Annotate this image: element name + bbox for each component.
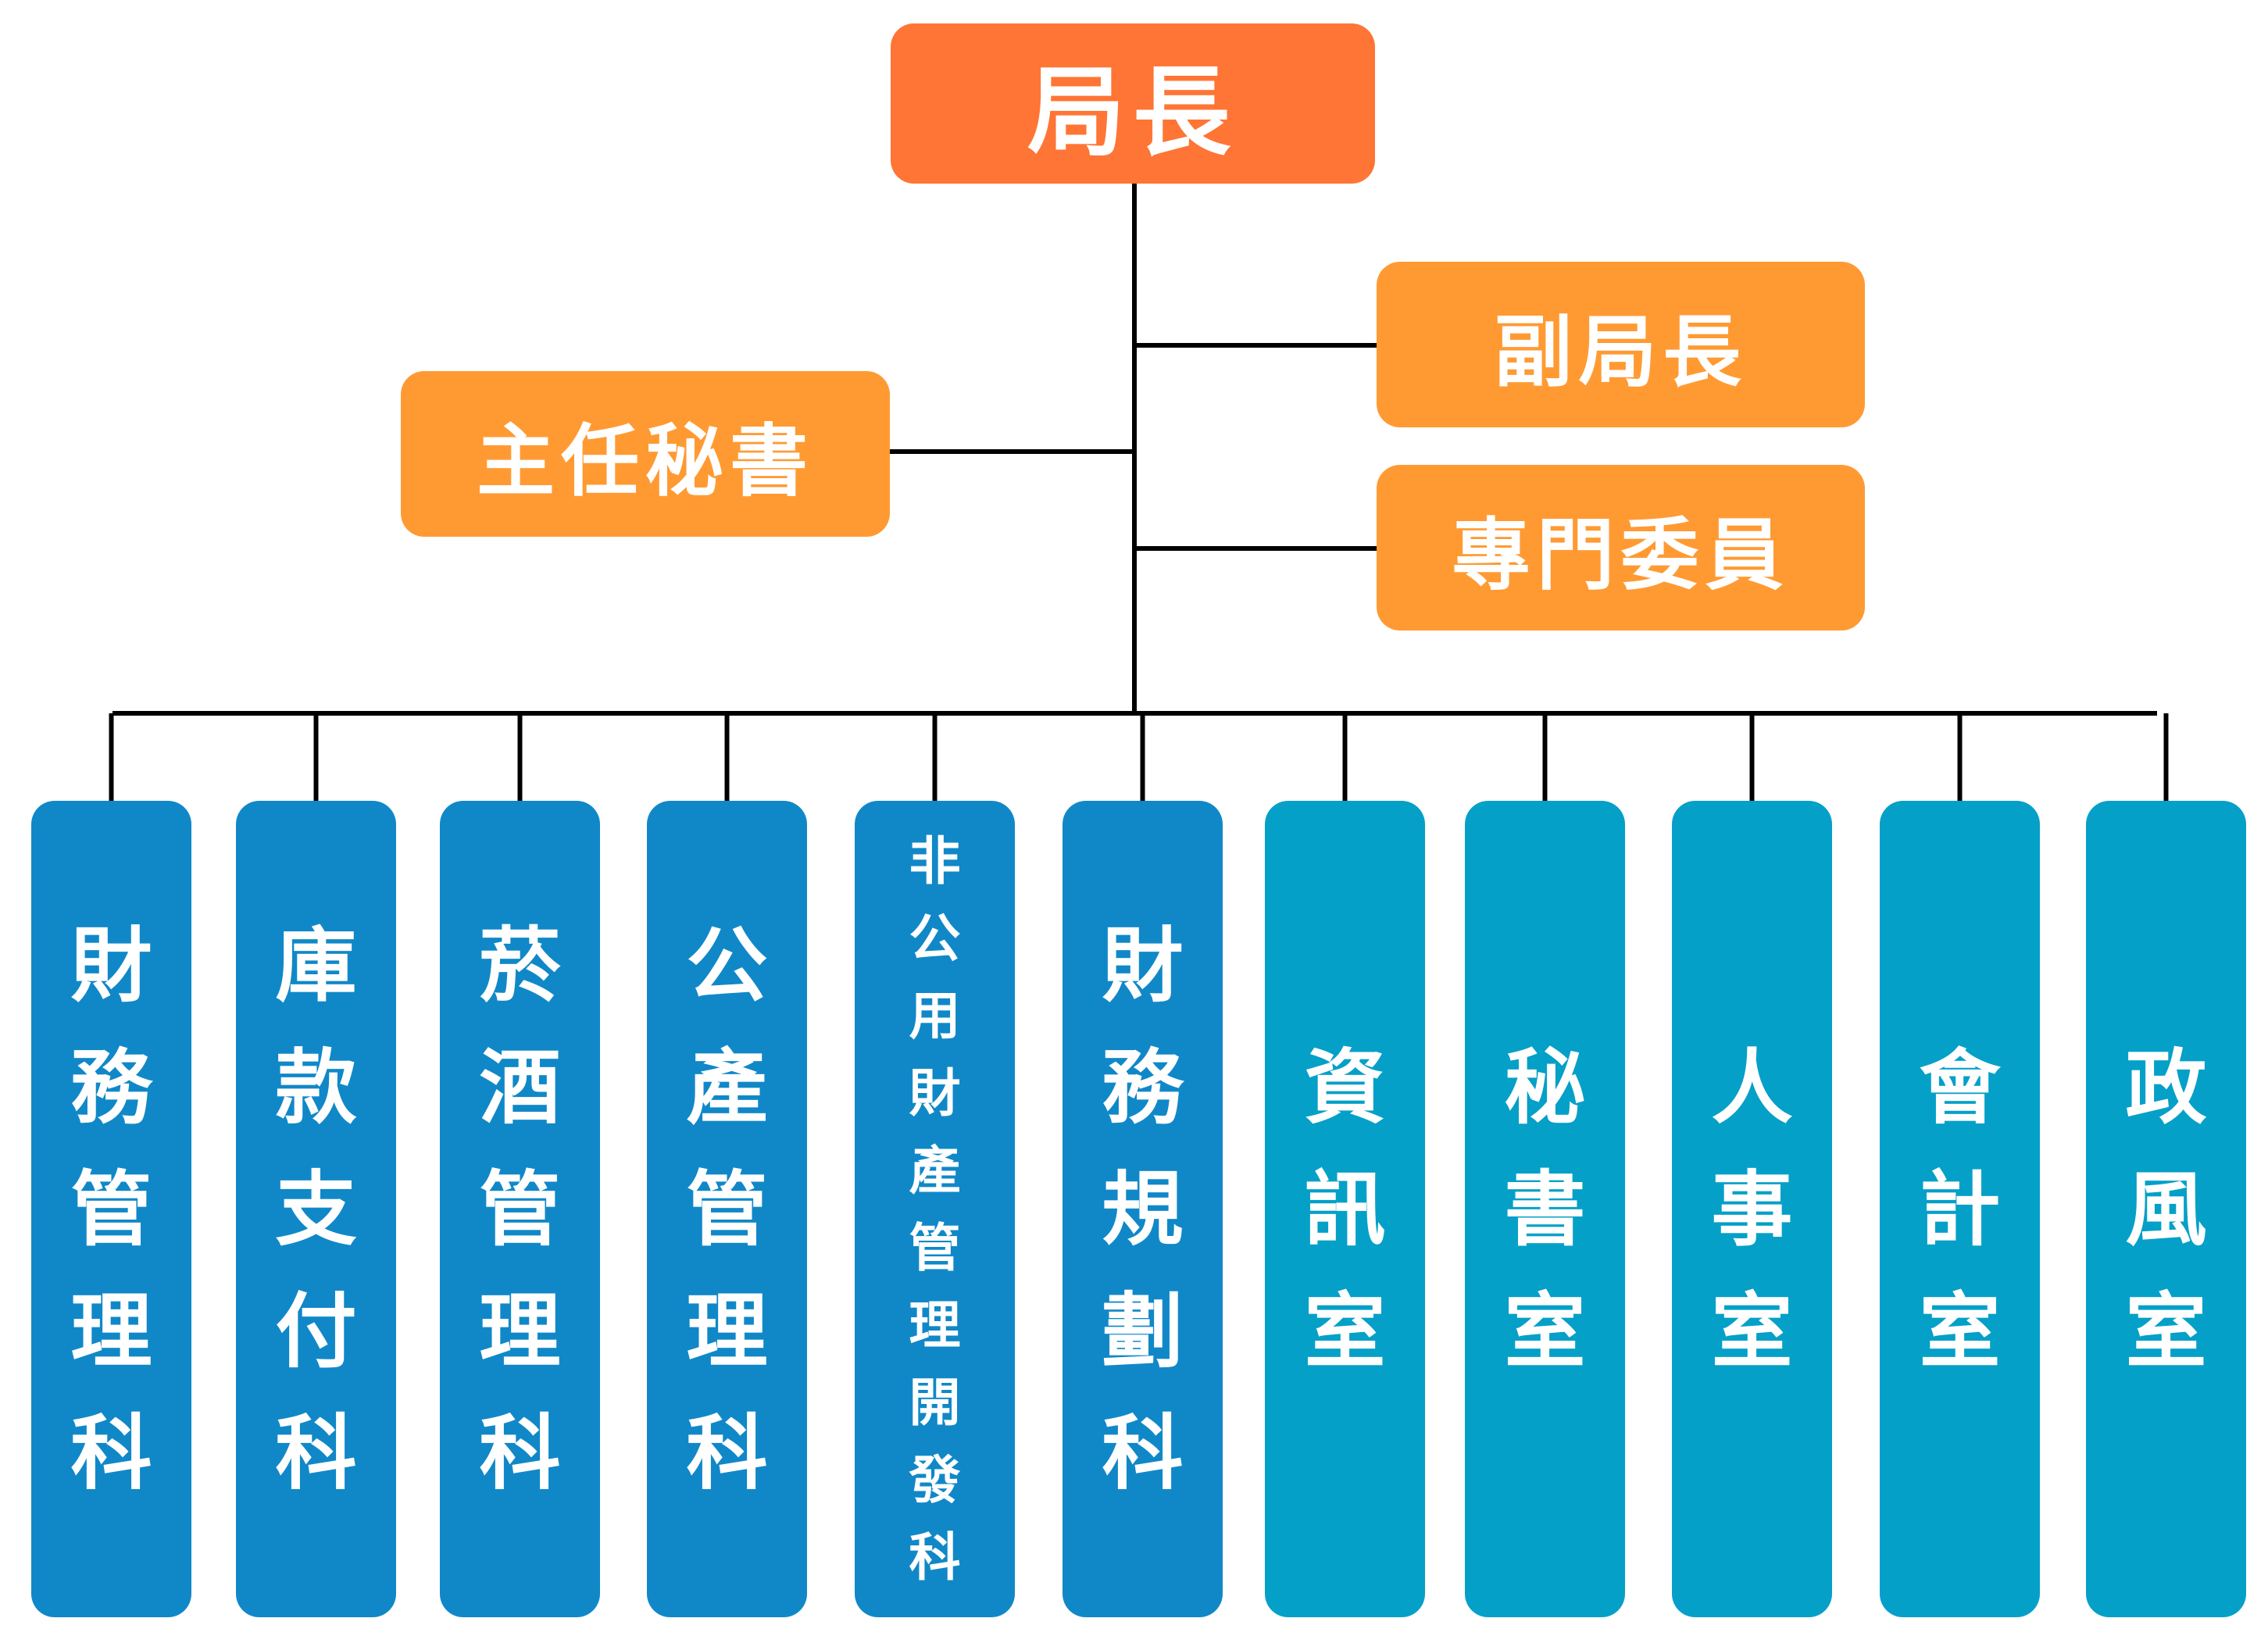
unit-label-char: 科	[909, 1526, 961, 1588]
unit-label-char: 公	[909, 907, 961, 969]
unit-label-char: 會	[1919, 1038, 2001, 1135]
unit-label-char: 科	[70, 1404, 152, 1501]
unit-label-char: 產	[686, 1038, 768, 1135]
specialist-box: 專門委員	[1377, 465, 1865, 630]
unit-label-char: 管	[479, 1160, 561, 1257]
unit-label-char: 開	[909, 1371, 961, 1433]
unit-label-char: 支	[275, 1160, 357, 1257]
deputy-director-label: 副局長	[1494, 305, 1748, 398]
unit-label-char: 款	[275, 1038, 357, 1135]
unit-label-char: 財	[70, 916, 152, 1013]
unit-box-10: 會計室	[1880, 801, 2040, 1617]
unit-label-char: 用	[909, 984, 961, 1046]
unit-label-char: 非	[909, 830, 961, 891]
unit-label-char: 理	[909, 1294, 961, 1356]
unit-label-char: 室	[1919, 1282, 2001, 1379]
unit-label-char: 科	[479, 1404, 561, 1501]
unit-label-char: 計	[1919, 1160, 2001, 1257]
unit-label-char: 室	[2125, 1282, 2207, 1379]
unit-box-7: 資訊室	[1265, 801, 1425, 1617]
unit-label-char: 訊	[1304, 1160, 1386, 1257]
unit-label-char: 菸	[479, 916, 561, 1013]
unit-box-11: 政風室	[2086, 801, 2246, 1617]
unit-label-char: 書	[1504, 1160, 1586, 1257]
unit-label-char: 劃	[1102, 1282, 1184, 1379]
unit-label-char: 公	[686, 916, 768, 1013]
director-label: 局長	[1027, 55, 1238, 170]
unit-label-char: 財	[909, 1062, 961, 1123]
unit-label-char: 科	[686, 1404, 768, 1501]
chief-secretary-box: 主任秘書	[401, 371, 890, 537]
unit-label-char: 室	[1711, 1282, 1793, 1379]
unit-label-char: 理	[70, 1282, 152, 1379]
unit-box-2: 庫款支付科	[236, 801, 396, 1617]
unit-label-char: 規	[1102, 1160, 1184, 1257]
unit-label-char: 發	[909, 1448, 961, 1510]
unit-label-char: 理	[479, 1282, 561, 1379]
unit-label-char: 付	[275, 1282, 357, 1379]
unit-label-char: 務	[70, 1038, 152, 1135]
unit-box-4: 公產管理科	[647, 801, 807, 1617]
unit-label-char: 政	[2125, 1038, 2207, 1135]
unit-label-char: 風	[2125, 1160, 2207, 1257]
unit-label-char: 務	[1102, 1038, 1184, 1135]
unit-label-char: 室	[1504, 1282, 1586, 1379]
unit-label-char: 管	[909, 1216, 961, 1278]
unit-label-char: 財	[1102, 916, 1184, 1013]
chief-secretary-label: 主任秘書	[477, 414, 814, 507]
unit-label-char: 酒	[479, 1038, 561, 1135]
unit-label-char: 科	[1102, 1404, 1184, 1501]
unit-box-5: 非公用財產管理開發科	[855, 801, 1015, 1617]
unit-label-char: 科	[275, 1404, 357, 1501]
unit-label-char: 理	[686, 1282, 768, 1379]
unit-box-3: 菸酒管理科	[440, 801, 600, 1617]
unit-box-8: 秘書室	[1465, 801, 1625, 1617]
unit-label-char: 管	[686, 1160, 768, 1257]
director-box: 局長	[891, 23, 1375, 184]
unit-label-char: 秘	[1504, 1038, 1586, 1135]
unit-label-char: 庫	[275, 916, 357, 1013]
unit-label-char: 管	[70, 1160, 152, 1257]
unit-label-char: 人	[1711, 1038, 1793, 1135]
unit-label-char: 資	[1304, 1038, 1386, 1135]
deputy-director-box: 副局長	[1377, 262, 1865, 427]
unit-label-char: 產	[909, 1139, 961, 1201]
unit-box-1: 財務管理科	[31, 801, 191, 1617]
specialist-label: 專門委員	[1452, 508, 1790, 601]
unit-label-char: 事	[1711, 1160, 1793, 1257]
unit-box-6: 財務規劃科	[1063, 801, 1223, 1617]
unit-label-char: 室	[1304, 1282, 1386, 1379]
unit-box-9: 人事室	[1672, 801, 1832, 1617]
